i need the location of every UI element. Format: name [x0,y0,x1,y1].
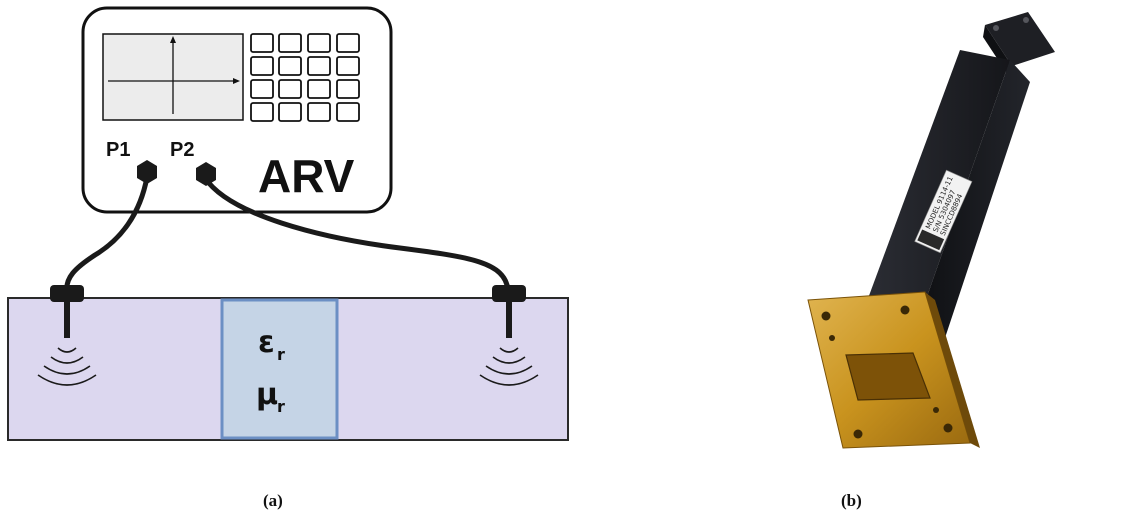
right-probe-connector [492,285,526,302]
keypad-key [307,33,331,53]
waveguide-body-side [910,60,1030,368]
left-probe-wave-icon [37,374,97,386]
flange-bolt-hole [829,335,835,341]
flange-bolt-hole [943,423,953,433]
keypad-key [278,33,302,53]
panel-b-photo: MODEL 9114-11 S/N 5304097 SINCCD8894 (b) [807,12,1055,510]
left-probe-wave-icon [50,356,84,364]
analyzer-label: ARV [258,150,355,202]
right-probe-wave-icon [485,365,533,375]
flange-bolt-hole [853,429,863,439]
front-flange-aperture [845,352,931,401]
permeability-symbol: μ [256,377,278,412]
right-probe-wave-icon [499,347,519,353]
keypad-key [336,56,360,76]
left-probe [37,285,97,386]
left-probe-pin [64,300,70,338]
analyzer-keypad [250,33,360,122]
port1-connector-icon [137,160,157,184]
keypad-key [278,79,302,99]
left-probe-connector [50,285,84,302]
flange-bolt-hole [933,407,939,413]
keypad-key [278,56,302,76]
permeability-subscript: r [277,397,285,416]
back-flange [985,12,1055,66]
cable-port1 [64,174,150,295]
port2-label: P2 [170,139,194,161]
screen-y-arrow-icon [170,36,176,43]
flange-bolt-hole [900,305,910,315]
right-probe-wave-icon [479,374,539,386]
keypad-key [250,56,274,76]
left-probe-wave-icon [57,347,77,353]
panel-a-caption: (a) [263,491,283,510]
keypad-key [250,102,274,122]
panel-b-caption: (b) [841,491,862,510]
back-flange-hole [1023,17,1029,23]
permittivity-subscript: r [277,345,285,364]
keypad-key [278,102,302,122]
label-plate-logo-icon [917,229,945,251]
screen-x-arrow-icon [233,78,240,84]
panel-a-diagram: P1 P2 ARV ε r μ r [7,6,569,510]
keypad-key [336,33,360,53]
keypad-key [307,56,331,76]
cable-port2 [202,175,511,293]
right-probe [479,285,539,386]
label-plate-bg [914,169,973,254]
right-probe-pin [506,300,512,338]
port2-connector-icon [196,162,216,186]
front-flange-edge [925,292,980,448]
keypad-key [307,102,331,122]
material-sample [220,298,339,440]
back-flange-hole [993,25,999,31]
keypad-key [250,33,274,53]
port1-label: P1 [106,139,130,161]
flange-bolt-hole [821,311,831,321]
permittivity-symbol: ε [258,325,275,360]
keypad-key [336,79,360,99]
keypad-key [250,79,274,99]
left-probe-wave-icon [43,365,91,375]
keypad-key [336,102,360,122]
right-probe-wave-icon [492,356,526,364]
keypad-key [307,79,331,99]
